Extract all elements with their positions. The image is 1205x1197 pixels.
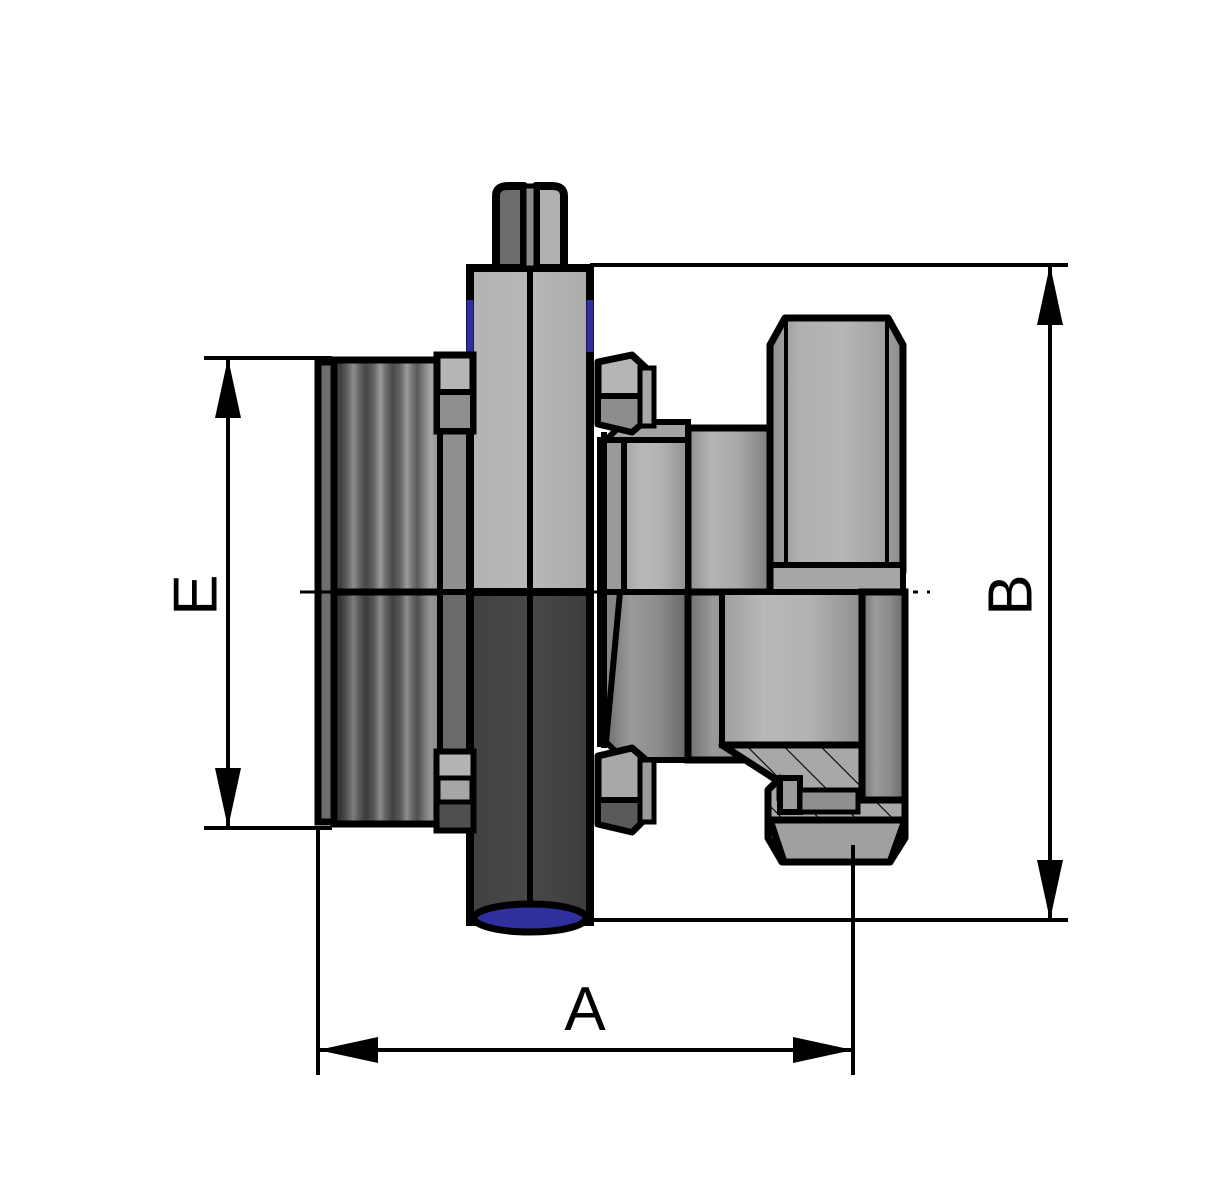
dimension-E: E xyxy=(161,356,332,830)
dimension-A: A xyxy=(316,828,855,1075)
top-stud-left-lobe xyxy=(492,182,528,272)
dimension-E-arrow-top xyxy=(215,358,241,418)
internal-land xyxy=(797,787,861,815)
dimension-B-arrow-top xyxy=(1037,265,1063,325)
top-stud-right-lobe xyxy=(532,182,568,272)
dimension-E-label: E xyxy=(161,574,230,615)
top-stud-center-web xyxy=(521,183,539,271)
dimension-A-arrow-left xyxy=(318,1037,378,1063)
middle-neck-upper xyxy=(617,437,691,595)
dimension-B-arrow-bottom xyxy=(1037,860,1063,920)
dimension-B-label: B xyxy=(976,574,1045,615)
fluted-body-lower xyxy=(330,588,450,828)
hex-nut-top-shade xyxy=(434,749,476,781)
dimension-E-arrow-bottom xyxy=(215,768,241,828)
hex-nut-face-shade xyxy=(434,389,476,434)
middle-neck-lower xyxy=(602,589,691,763)
hex-nut-side-face xyxy=(637,757,657,825)
internal-groove-step xyxy=(777,775,803,815)
hex-nut-lower-left xyxy=(433,748,477,834)
dimension-A-label: A xyxy=(564,975,606,1044)
outer-sleeve-upper xyxy=(766,314,907,576)
hex-nut-upper-right xyxy=(594,351,657,436)
dimension-B: B xyxy=(590,263,1068,922)
dimension-A-arrow-right xyxy=(793,1037,853,1063)
hex-nut-upper-left xyxy=(433,351,477,435)
stepped-shaft-upper xyxy=(684,424,774,596)
hex-nut-bottom-shade xyxy=(434,799,476,833)
sleeve-bottom-chamfer xyxy=(766,816,909,866)
assembly-geometry xyxy=(314,182,909,936)
fluted-body-upper xyxy=(330,356,450,596)
internal-bore-lower xyxy=(719,589,865,748)
hex-nut-lower-right xyxy=(594,744,657,836)
bottom-seal-ellipse xyxy=(470,900,590,936)
outer-sleeve-lower xyxy=(858,588,909,804)
hex-nut-side-face xyxy=(637,365,657,429)
